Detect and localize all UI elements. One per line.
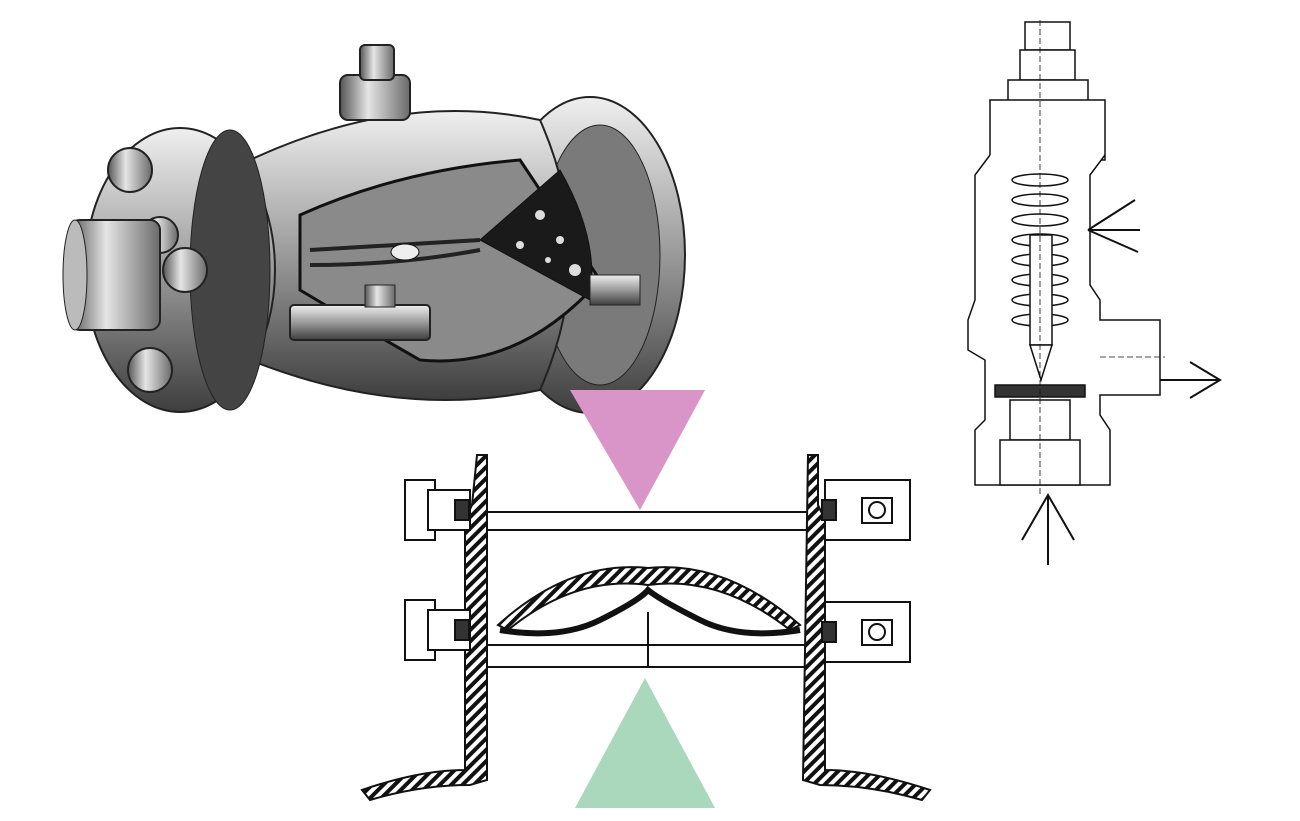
left-wall xyxy=(360,454,488,802)
right-clamps xyxy=(821,479,911,663)
outflow-triangle xyxy=(575,678,715,808)
ball-valve-cutaway xyxy=(62,44,686,414)
left-clamps xyxy=(404,479,471,661)
ball-texture xyxy=(516,210,581,276)
bottom-clamp xyxy=(289,304,431,341)
pressure-relief-valve-section xyxy=(967,20,1222,565)
diaphragm-valve-section xyxy=(360,390,932,808)
diaphragm xyxy=(496,566,802,632)
stem-top xyxy=(339,74,411,121)
flange-bolts xyxy=(107,147,208,393)
right-wall xyxy=(801,454,932,802)
inflow-triangle xyxy=(570,390,705,510)
flow-arrow-icon xyxy=(1021,199,1222,565)
